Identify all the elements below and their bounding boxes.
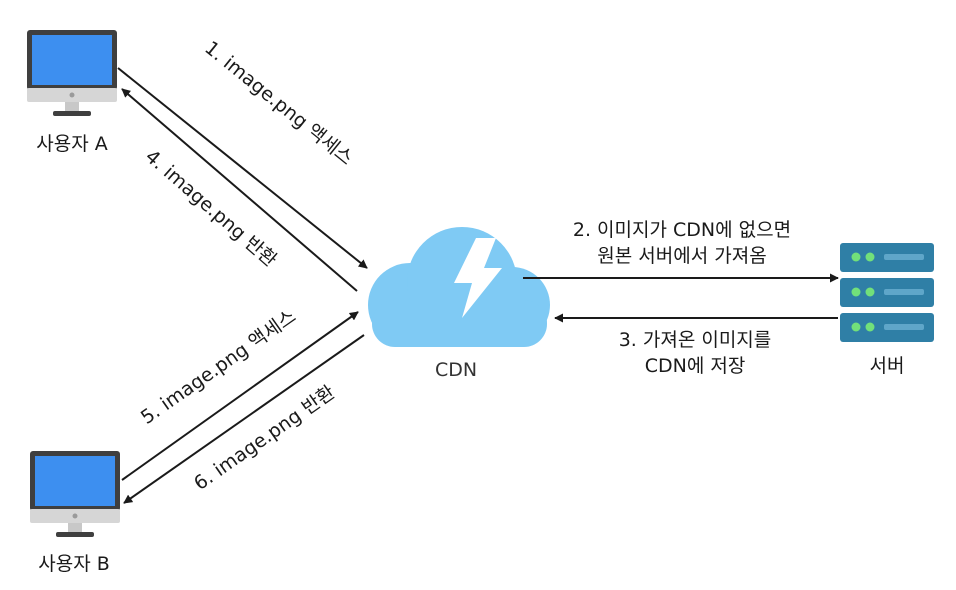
user-b-node: 사용자 B — [30, 451, 120, 575]
arrow-4-cdn-to-user-a — [121, 88, 358, 292]
server-node: 서버 — [840, 243, 934, 377]
desktop-monitor-icon — [30, 451, 120, 537]
cdn-node: CDN — [368, 227, 550, 381]
edge-label-3-line1: 3. 가져온 이미지를 — [619, 329, 772, 351]
desktop-monitor-icon — [27, 30, 117, 116]
edge-label-3-line2: CDN에 저장 — [645, 355, 746, 377]
arrows — [117, 67, 839, 504]
arrow-1-user-a-to-cdn — [117, 67, 368, 269]
arrow-5-user-b-to-cdn — [121, 311, 359, 481]
edge-label-2-line2: 원본 서버에서 가져옴 — [597, 245, 766, 267]
server-label: 서버 — [870, 355, 905, 377]
cdn-label: CDN — [435, 359, 477, 381]
edge-label-2-line1: 2. 이미지가 CDN에 없으면 — [573, 219, 791, 241]
edge-label-6: 6. image.png 반환 — [190, 381, 339, 495]
user-b-label: 사용자 B — [38, 553, 110, 575]
edge-label-1: 1. image.png 액세스 — [200, 37, 357, 170]
cloud-lightning-icon — [368, 227, 550, 347]
arrow-6-cdn-to-user-b — [123, 334, 365, 504]
user-a-label: 사용자 A — [36, 133, 107, 155]
user-a-node: 사용자 A — [27, 30, 117, 155]
server-rack-icon — [840, 243, 934, 342]
